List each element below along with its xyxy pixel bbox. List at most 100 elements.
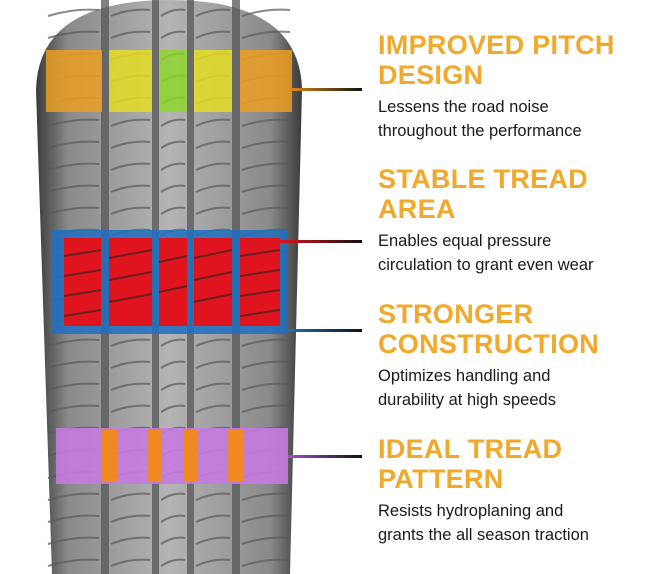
tread-sipe — [110, 558, 151, 567]
desc-line: durability at high speeds — [378, 391, 556, 409]
tread-sipe — [110, 338, 151, 347]
desc-line: throughout the performance — [378, 122, 582, 140]
tread-sipe — [160, 382, 186, 391]
feature-title: STRONGER CONSTRUCTION — [378, 299, 648, 359]
tread-sipe — [110, 206, 151, 215]
tread-sipe — [160, 184, 186, 193]
tread-sipe — [241, 536, 291, 545]
tread-sipe — [241, 118, 291, 127]
title-line: CONSTRUCTION — [378, 329, 600, 359]
tread-sipe — [47, 30, 100, 39]
tread-sipe — [110, 118, 151, 127]
tread-sipe — [47, 338, 100, 347]
tread-sipe — [110, 140, 151, 149]
tread-sipe — [47, 206, 100, 215]
tread-sipe — [241, 8, 291, 17]
tread-sipe — [195, 382, 231, 391]
tread-sipe — [160, 492, 186, 501]
tread-sipe — [160, 162, 186, 171]
tread-sipe — [47, 184, 100, 193]
tread-sipe — [195, 514, 231, 523]
tread-sipe — [160, 404, 186, 413]
tread-sipe — [241, 382, 291, 391]
tread-sipe — [47, 8, 100, 17]
tread-sipe — [110, 360, 151, 369]
pitch-design-highlight — [46, 50, 292, 112]
tread-sipe — [241, 360, 291, 369]
title-line: PATTERN — [378, 464, 504, 494]
tread-sipe — [160, 514, 186, 523]
tread-sipe — [160, 360, 186, 369]
feature-description: Lessens the road noise throughout the pe… — [378, 95, 648, 143]
tread-sipe — [241, 162, 291, 171]
tread-sipe — [241, 184, 291, 193]
title-line: IMPROVED PITCH — [378, 30, 615, 60]
feature-description: Enables equal pressure circulation to gr… — [378, 229, 648, 277]
tread-sipe — [195, 492, 231, 501]
tread-sipe — [160, 338, 186, 347]
connector-tread — [280, 240, 362, 243]
tread-sipe — [195, 162, 231, 171]
tread-sipe — [110, 30, 151, 39]
desc-line: circulation to grant even wear — [378, 256, 594, 274]
tread-sipe — [47, 382, 100, 391]
connector-pattern — [288, 455, 362, 458]
tread-sipe — [110, 162, 151, 171]
tread-sipe — [241, 492, 291, 501]
tread-sipe — [241, 514, 291, 523]
title-line: IDEAL TREAD — [378, 434, 563, 464]
tread-sipe — [47, 360, 100, 369]
stable-tread-highlight — [63, 238, 281, 326]
feature-stronger-construction: STRONGER CONSTRUCTION Optimizes handling… — [378, 299, 648, 412]
tread-sipe — [47, 536, 100, 545]
feature-title: IDEAL TREAD PATTERN — [378, 434, 648, 494]
tread-sipe — [160, 140, 186, 149]
title-line: STABLE TREAD — [378, 164, 589, 194]
title-line: AREA — [378, 194, 456, 224]
tread-sipe — [195, 8, 231, 17]
tread-sipe — [195, 118, 231, 127]
desc-line: Enables equal pressure — [378, 232, 552, 250]
tread-sipe — [241, 404, 291, 413]
tread-sipe — [110, 184, 151, 193]
tread-sipe — [47, 162, 100, 171]
connector-construction — [288, 329, 362, 332]
feature-title: IMPROVED PITCH DESIGN — [378, 30, 648, 90]
title-line: DESIGN — [378, 60, 484, 90]
tread-sipe — [110, 404, 151, 413]
tread-sipe — [241, 30, 291, 39]
tread-sipe — [241, 140, 291, 149]
tread-sipe — [195, 30, 231, 39]
tread-sipe — [241, 558, 291, 567]
tread-sipe — [195, 206, 231, 215]
tread-sipe — [47, 118, 100, 127]
tread-sipe — [195, 536, 231, 545]
feature-description: Resists hydroplaning and grants the all … — [378, 499, 648, 547]
desc-line: grants the all season traction — [378, 526, 589, 544]
feature-description: Optimizes handling and durability at hig… — [378, 364, 648, 412]
tread-sipe — [241, 338, 291, 347]
tread-sipe — [47, 492, 100, 501]
tread-sipe — [195, 404, 231, 413]
tread-sipe — [195, 140, 231, 149]
tread-sipe — [110, 514, 151, 523]
tread-sipe — [160, 30, 186, 39]
desc-line: Optimizes handling and — [378, 367, 551, 385]
feature-title: STABLE TREAD AREA — [378, 164, 648, 224]
title-line: STRONGER — [378, 299, 534, 329]
tread-sipe — [47, 558, 100, 567]
connector-pitch — [290, 88, 362, 91]
tread-sipe — [110, 382, 151, 391]
tread-sipe — [47, 140, 100, 149]
feature-stable-tread: STABLE TREAD AREA Enables equal pressure… — [378, 164, 648, 277]
tread-sipe — [195, 558, 231, 567]
desc-line: Lessens the road noise — [378, 98, 549, 116]
feature-ideal-tread-pattern: IDEAL TREAD PATTERN Resists hydroplaning… — [378, 434, 648, 547]
tread-sipe — [47, 514, 100, 523]
tread-sipe — [241, 206, 291, 215]
tread-sipe — [195, 360, 231, 369]
tread-sipe — [160, 206, 186, 215]
tread-sipe — [110, 536, 151, 545]
feature-pitch-design: IMPROVED PITCH DESIGN Lessens the road n… — [378, 30, 648, 143]
